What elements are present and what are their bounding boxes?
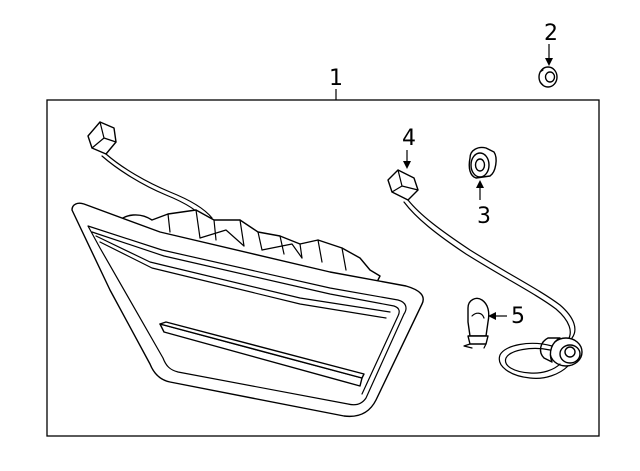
callout-3-arrow — [476, 180, 484, 188]
socket-seal — [468, 146, 497, 179]
callout-2-arrow — [545, 58, 553, 66]
assembly-frame — [46, 99, 600, 437]
wiring-harness — [387, 169, 583, 379]
grommet-nut — [538, 66, 558, 88]
callout-5-arrow — [488, 312, 496, 320]
callout-3: 3 — [477, 204, 491, 229]
callout-4-arrow — [403, 161, 411, 169]
callout-2: 2 — [544, 21, 558, 46]
bulb — [463, 297, 490, 349]
callout-1: 1 — [329, 66, 343, 91]
tail-lamp-assembly — [71, 121, 424, 418]
callout-5: 5 — [511, 304, 525, 329]
callout-4: 4 — [402, 126, 416, 151]
